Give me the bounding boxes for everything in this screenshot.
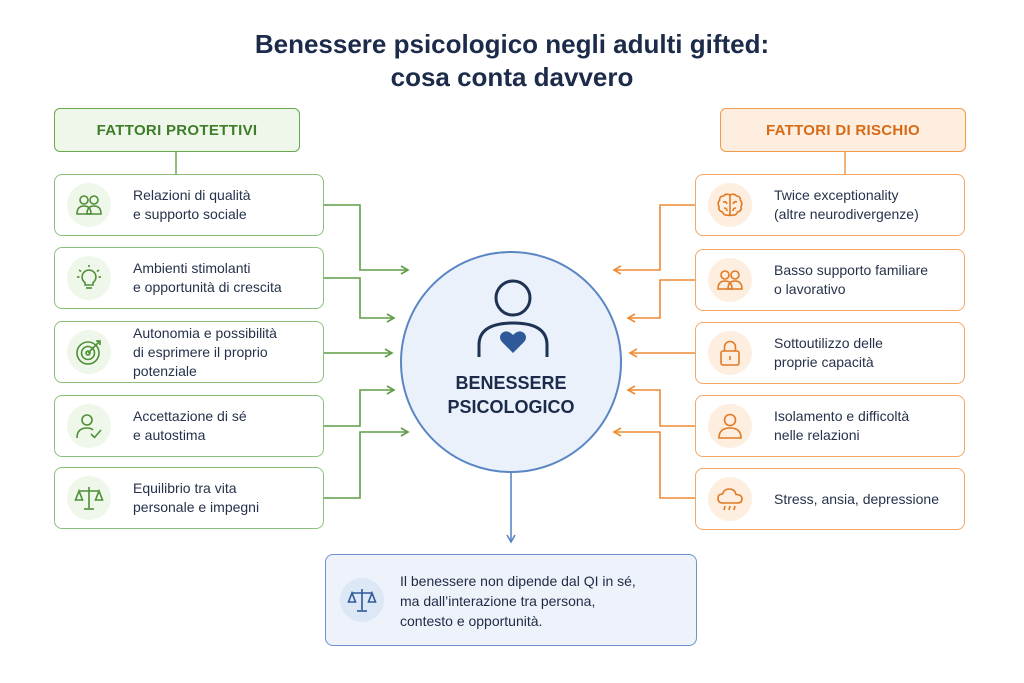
lightbulb-icon <box>67 256 111 300</box>
person-check-icon <box>67 404 111 448</box>
people-icon <box>708 258 752 302</box>
protective-factor-card: Ambienti stimolanti e opportunità di cre… <box>54 247 324 309</box>
rain-cloud-icon <box>708 477 752 521</box>
risk-factor-label: Basso supporto familiare o lavorativo <box>774 262 929 297</box>
protective-factor-label: Equilibrio tra vita personale e impegni <box>133 480 260 515</box>
risk-factor-label: Twice exceptionality (altre neurodiverge… <box>774 187 919 222</box>
conclusion-box: Il benessere non dipende dal QI in sé, m… <box>325 554 697 646</box>
risk-factor-card: Isolamento e difficoltà nelle relazioni <box>695 395 965 457</box>
risk-factor-label: Sottoutilizzo delle proprie capacità <box>774 335 883 370</box>
brain-icon <box>708 183 752 227</box>
risk-factor-card: Sottoutilizzo delle proprie capacità <box>695 322 965 384</box>
center-label-line-1: BENESSERE <box>455 373 567 393</box>
arrow-risk-1 <box>612 204 695 275</box>
conclusion-line-3: contesto e opportunità. <box>400 613 543 629</box>
protective-factor-label: Autonomia e possibilità di esprimere il … <box>133 324 277 379</box>
risk-factors-header: FATTORI DI RISCHIO <box>720 108 966 152</box>
balance-scale-icon <box>340 578 384 622</box>
arrow-protective-2 <box>324 277 396 323</box>
person-heart-icon <box>473 275 553 364</box>
risk-factor-card: Twice exceptionality (altre neurodiverge… <box>695 174 965 236</box>
diagram-title: Benessere psicologico negli adulti gifte… <box>0 28 1024 94</box>
protective-factor-card: Autonomia e possibilità di esprimere il … <box>54 321 324 383</box>
conclusion-line-1: Il benessere non dipende dal QI in sé, <box>400 573 636 589</box>
risk-factor-label: Isolamento e difficoltà nelle relazioni <box>774 408 910 443</box>
conclusion-text: Il benessere non dipende dal QI in sé, m… <box>400 571 636 631</box>
protective-factor-card: Equilibrio tra vita personale e impegni <box>54 467 324 529</box>
title-line-2: cosa conta davvero <box>390 62 634 92</box>
center-label-line-2: PSICOLOGICO <box>447 397 575 417</box>
protective-factors-header: FATTORI PROTETTIVI <box>54 108 300 152</box>
balance-scale-icon <box>67 476 111 520</box>
arrow-risk-2 <box>626 279 695 323</box>
arrow-risk-5 <box>612 427 695 499</box>
protective-factor-label: Ambienti stimolanti e opportunità di cre… <box>133 260 282 295</box>
person-icon <box>708 404 752 448</box>
risk-factor-label: Stress, ansia, depressione <box>774 490 939 507</box>
arrow-protective-1 <box>324 204 410 275</box>
conclusion-line-2: ma dall’interazione tra persona, <box>400 593 596 609</box>
target-icon <box>67 330 111 374</box>
arrow-risk-4 <box>626 385 695 427</box>
people-icon <box>67 183 111 227</box>
protective-factor-card: Relazioni di qualità e supporto sociale <box>54 174 324 236</box>
padlock-icon <box>708 331 752 375</box>
protective-factor-label: Accettazione di sé e autostima <box>133 408 247 443</box>
risk-factor-card: Stress, ansia, depressione <box>695 468 965 530</box>
risk-factor-card: Basso supporto familiare o lavorativo <box>695 249 965 311</box>
arrow-protective-5 <box>324 427 410 499</box>
protective-factor-label: Relazioni di qualità e supporto sociale <box>133 187 251 222</box>
title-line-1: Benessere psicologico negli adulti gifte… <box>254 29 770 59</box>
arrow-protective-4 <box>324 385 396 427</box>
center-wellbeing-circle: BENESSERE PSICOLOGICO <box>400 251 622 473</box>
protective-factor-card: Accettazione di sé e autostima <box>54 395 324 457</box>
center-label: BENESSERE PSICOLOGICO <box>402 371 620 419</box>
